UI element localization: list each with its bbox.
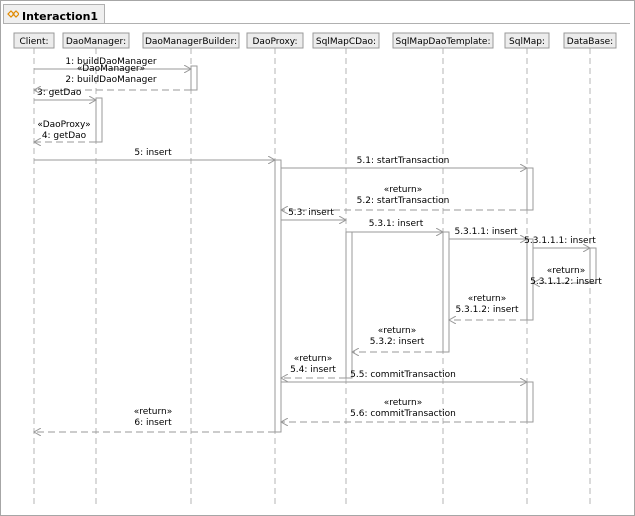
activation-daomanager (95, 97, 103, 143)
message-label: 5.3.2: insert (370, 337, 425, 347)
message-label: 5.3.1.1.2: insert (530, 277, 602, 287)
lifeline-label: DaoProxy: (253, 37, 298, 47)
message-m2[interactable]: «DaoManager»2: buildDaoManager (34, 64, 191, 90)
message-label: 5.3.1.1: insert (454, 227, 518, 237)
lifeline-label: Client: (19, 37, 48, 47)
lifeline-label: SqlMapCDao: (316, 37, 376, 47)
lifeline-box (142, 32, 240, 49)
message-m1[interactable]: 1: buildDaoManager (34, 57, 191, 69)
message-label: 5.3.1: insert (369, 219, 424, 229)
message-label: «DaoProxy» (37, 120, 90, 130)
message-label: 5.4: insert (290, 365, 336, 375)
lifeline-label: SqlMap: (509, 37, 545, 47)
message-label: 5.1: startTransaction (357, 156, 450, 166)
message-m6[interactable]: «return»6: insert (34, 407, 275, 432)
message-m53[interactable]: 5.3: insert (281, 208, 346, 220)
message-m56[interactable]: «return»5.6: commitTransaction (281, 398, 527, 422)
diagram-title: Interaction1 (22, 10, 99, 23)
lifeline-label: DataBase: (567, 37, 613, 47)
lifeline-header-client[interactable]: Client: (13, 32, 55, 49)
message-m5312[interactable]: «return»5.3.1.2: insert (449, 294, 527, 320)
activation-database (589, 247, 597, 284)
message-label: «return» (468, 294, 507, 304)
message-label: 6: insert (134, 418, 172, 428)
message-label: 1: buildDaoManager (65, 57, 156, 67)
message-label: «return» (134, 407, 173, 417)
message-label: 3: getDao (37, 88, 82, 98)
message-m531[interactable]: 5.3.1: insert (352, 219, 443, 232)
activation-sqlmapcdao (345, 231, 353, 379)
message-label: 2: buildDaoManager (65, 75, 156, 85)
message-label: «return» (384, 398, 423, 408)
message-m53111[interactable]: 5.3.1.1.1: insert (524, 236, 596, 248)
message-m5311[interactable]: 5.3.1.1: insert (449, 227, 527, 239)
message-m51[interactable]: 5.1: startTransaction (281, 156, 527, 168)
message-label: 5.3.1.2: insert (455, 305, 519, 315)
message-label: 5.5: commitTransaction (350, 370, 456, 380)
lifeline-header-sqlmapdaotemplate[interactable]: SqlMapDaoTemplate: (392, 32, 494, 49)
message-label: 4: getDao (42, 131, 87, 141)
activation-sqlmapdaotemplate (442, 231, 450, 353)
message-label: «return» (294, 354, 333, 364)
lifeline-box (312, 32, 380, 49)
lifeline-header-database[interactable]: DataBase: (563, 32, 617, 49)
lifeline-box (392, 32, 494, 49)
message-label: 5: insert (134, 148, 172, 158)
diagram-tab[interactable]: Interaction1 (3, 4, 106, 23)
message-label: «return» (378, 326, 417, 336)
lifeline-box (563, 32, 617, 49)
message-label: 5.2: startTransaction (357, 196, 450, 206)
message-label: «DaoManager» (77, 64, 145, 74)
message-label: «return» (547, 266, 586, 276)
message-label: 5.6: commitTransaction (350, 409, 456, 419)
activation-sqlmap (526, 167, 534, 211)
lifeline-label: DaoManagerBuilder: (145, 37, 237, 47)
lifeline-box (13, 32, 55, 49)
message-m5[interactable]: 5: insert (34, 148, 275, 160)
message-m3[interactable]: 3: getDao (34, 88, 96, 100)
message-label: 5.3.1.1.1: insert (524, 236, 596, 246)
activation-daomanagerbuilder (190, 65, 198, 91)
message-m52[interactable]: «return»5.2: startTransaction (281, 185, 527, 210)
message-m55[interactable]: 5.5: commitTransaction (281, 370, 527, 382)
lifeline-box (504, 32, 550, 49)
message-label: «return» (384, 185, 423, 195)
lifeline-box (246, 32, 304, 49)
message-label: 5.3: insert (288, 208, 334, 218)
lifeline-header-sqlmapcdao[interactable]: SqlMapCDao: (312, 32, 380, 49)
lifeline-header-daomanagerbuilder[interactable]: DaoManagerBuilder: (142, 32, 240, 49)
lifeline-header-sqlmap[interactable]: SqlMap: (504, 32, 550, 49)
lifeline-box (62, 32, 130, 49)
message-m4[interactable]: «DaoProxy»4: getDao (34, 120, 96, 142)
tab-divider (3, 23, 630, 24)
message-m53112[interactable]: «return»5.3.1.1.2: insert (530, 266, 602, 287)
lifeline-label: DaoManager: (66, 37, 126, 47)
message-m54[interactable]: «return»5.4: insert (281, 354, 346, 378)
lifeline-header-daoproxy[interactable]: DaoProxy: (246, 32, 304, 49)
lifeline-label: SqlMapDaoTemplate: (396, 37, 491, 47)
message-m532[interactable]: «return»5.3.2: insert (352, 326, 443, 352)
interaction-icon (7, 10, 19, 18)
activation-sqlmap (526, 381, 534, 423)
activation-daoproxy (274, 159, 282, 433)
lifeline-header-daomanager[interactable]: DaoManager: (62, 32, 130, 49)
